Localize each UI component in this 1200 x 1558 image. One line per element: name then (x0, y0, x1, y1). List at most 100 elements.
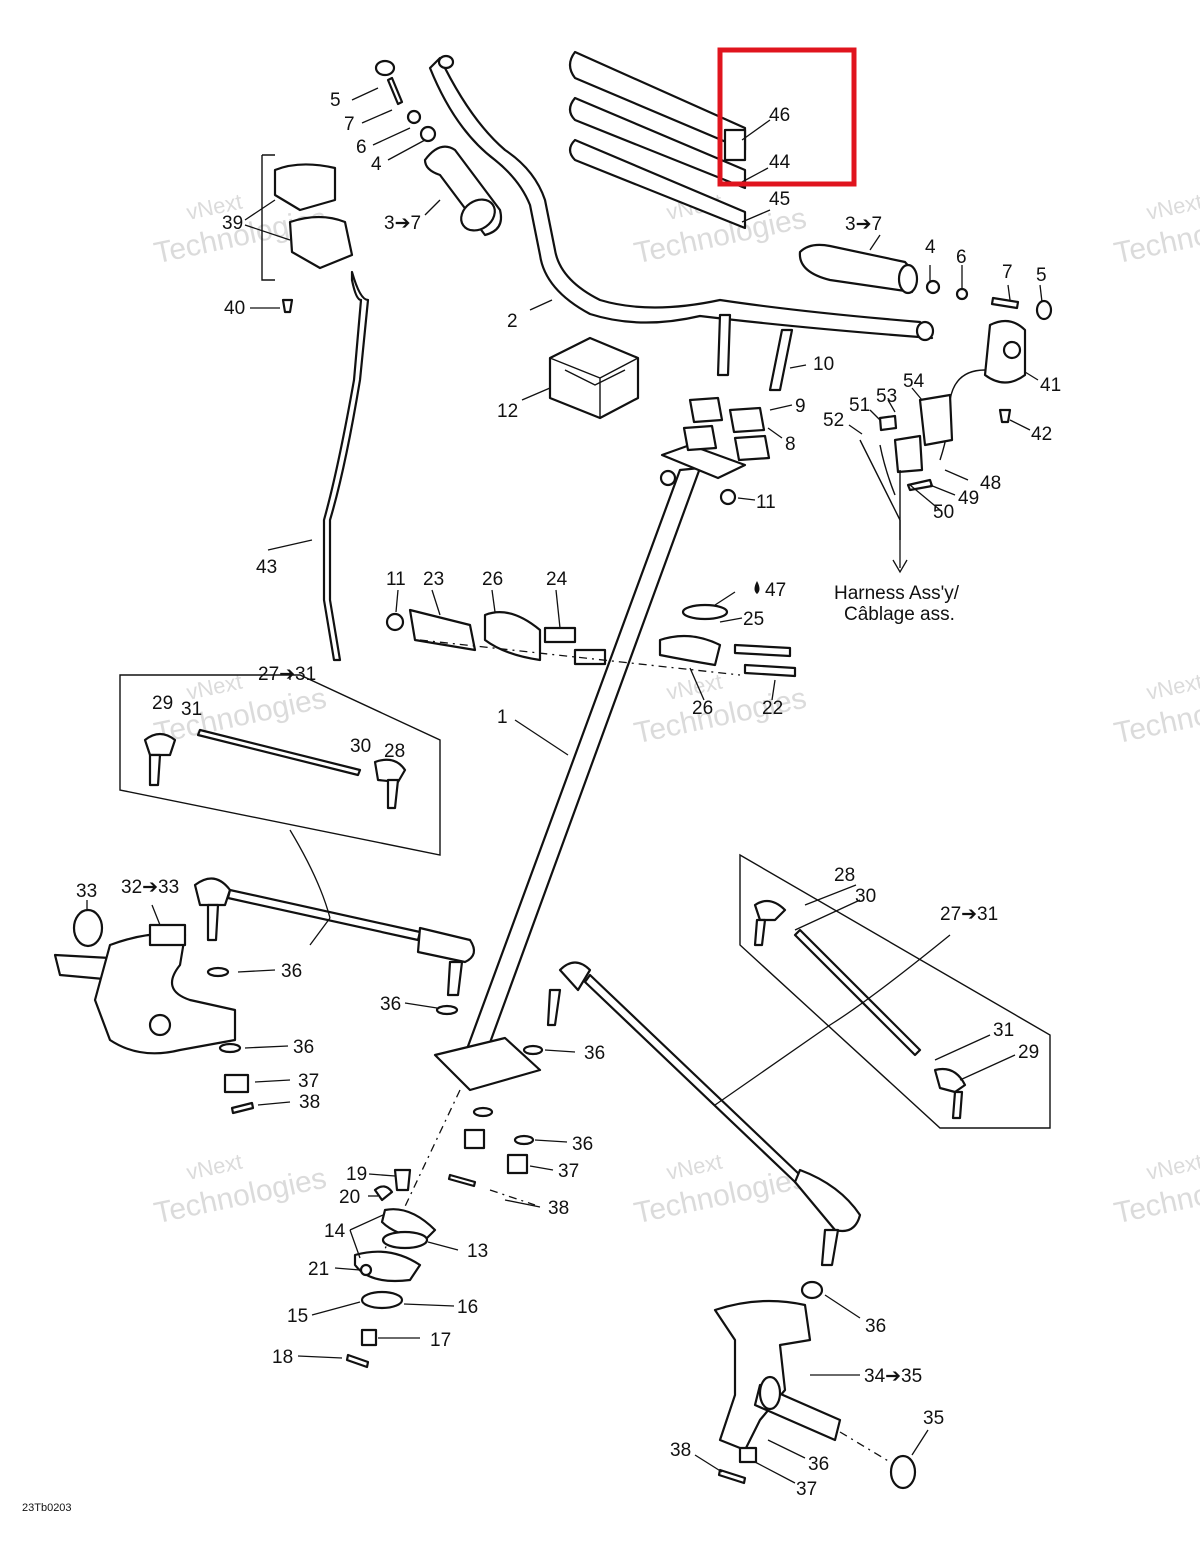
callout-7-left: 7 (344, 114, 355, 135)
callout-40: 40 (224, 298, 245, 319)
callout-23: 23 (423, 569, 444, 590)
callout-12: 12 (497, 401, 518, 422)
callout-4-right: 4 (925, 237, 936, 258)
handlebar (428, 54, 935, 342)
callout-11-top: 11 (756, 492, 776, 513)
riser-block (548, 336, 640, 420)
callout-34-35: 34➔35 (864, 1366, 922, 1387)
callout-27-31-lower: 27➔31 (940, 904, 998, 925)
callout-41: 41 (1040, 375, 1061, 396)
column-bearing-stack (345, 1168, 437, 1369)
callout-30-lower: 30 (855, 886, 876, 907)
callout-14: 14 (324, 1221, 346, 1242)
callout-36-c: 36 (293, 1037, 314, 1058)
pitman-arm-group (385, 603, 797, 678)
callout-17: 17 (430, 1330, 451, 1351)
callout-29-upper: 29 (152, 693, 173, 714)
callout-28-upper: 28 (384, 741, 405, 762)
callout-36-g: 36 (808, 1454, 829, 1475)
left-grip (374, 59, 503, 237)
right-spindle (713, 1299, 917, 1490)
callout-36-f: 36 (865, 1316, 886, 1337)
callout-25: 25 (743, 609, 764, 630)
callout-18: 18 (272, 1347, 293, 1368)
callout-9: 9 (795, 396, 806, 417)
callout-27-31-upper: 27➔31 (258, 664, 316, 685)
callout-38-c: 38 (670, 1440, 691, 1461)
highlight-box (717, 47, 857, 187)
callout-51: 51 (849, 395, 870, 416)
callout-53: 53 (876, 386, 897, 407)
left-tie-rod (193, 877, 476, 1016)
callout-33: 33 (76, 881, 97, 902)
callout-52: 52 (823, 410, 844, 431)
callout-49: 49 (958, 488, 979, 509)
callout-26-top: 26 (482, 569, 503, 590)
callout-5-right: 5 (1036, 265, 1047, 286)
callout-10: 10 (813, 354, 834, 375)
callout-15: 15 (287, 1306, 308, 1327)
callout-42: 42 (1031, 424, 1052, 445)
callout-2: 2 (507, 311, 518, 332)
callout-11-mid: 11 (386, 569, 406, 590)
callout-7-right: 7 (1002, 262, 1013, 283)
callout-36-a: 36 (281, 961, 302, 982)
callout-8: 8 (785, 434, 796, 455)
callout-6-right: 6 (956, 247, 967, 268)
tie-rod-box-upper (119, 674, 441, 856)
right-tie-rod (546, 961, 862, 1300)
callout-36-b: 36 (380, 994, 401, 1015)
grease-drop-icon (754, 581, 760, 594)
callout-6-left: 6 (356, 137, 367, 158)
callout-50: 50 (933, 502, 954, 523)
switch-harness (859, 319, 1027, 574)
callout-5-left: 5 (330, 90, 341, 111)
left-spindle (53, 908, 255, 1115)
callout-32-33: 32➔33 (121, 877, 179, 898)
callout-31-lower: 31 (993, 1020, 1014, 1041)
harness-note-line1: Harness Ass'y/ (834, 583, 960, 604)
callout-37-c: 37 (796, 1479, 817, 1500)
callout-43: 43 (256, 557, 277, 578)
svg-text:vNext: vNext (1144, 669, 1200, 705)
callout-39: 39 (222, 213, 243, 234)
callout-22: 22 (762, 698, 783, 719)
column-clamps (659, 313, 794, 506)
callout-48: 48 (980, 473, 1001, 494)
callout-1: 1 (497, 707, 508, 728)
svg-text:vNext: vNext (1144, 189, 1200, 225)
callout-37-a: 37 (298, 1071, 319, 1092)
callout-29-lower: 29 (1018, 1042, 1039, 1063)
callout-38-b: 38 (548, 1198, 569, 1219)
callout-36-d: 36 (584, 1043, 605, 1064)
callout-47: 47 (765, 580, 786, 601)
callout-28-lower: 28 (834, 865, 855, 886)
callout-4-left: 4 (371, 154, 382, 175)
callout-54: 54 (903, 371, 925, 392)
diagram-code: 23Tb0203 (22, 1502, 72, 1514)
callout-31-upper: 31 (181, 699, 202, 720)
tie-rod-box-lower (739, 853, 1051, 1129)
grip-strips (568, 50, 747, 230)
svg-text:vNext: vNext (1144, 1149, 1200, 1185)
callout-19: 19 (346, 1164, 367, 1185)
callout-3-7-right: 3➔7 (845, 214, 882, 235)
callout-35: 35 (923, 1408, 944, 1429)
callout-24: 24 (546, 569, 568, 590)
leader-lines (86, 87, 1043, 1484)
callout-21: 21 (308, 1259, 329, 1280)
throttle-block (261, 154, 354, 314)
throttle-cable (322, 270, 370, 662)
callout-labels: 5 7 6 4 3➔7 39 40 2 12 10 9 8 11 46 44 4… (22, 90, 1061, 1514)
callout-30-upper: 30 (350, 736, 371, 757)
callout-46: 46 (769, 105, 790, 126)
center-lower-fasteners (447, 1044, 544, 1206)
callout-38-a: 38 (299, 1092, 320, 1113)
harness-note-line2: Câblage ass. (844, 604, 955, 625)
callout-3-7-left: 3➔7 (384, 213, 421, 234)
callout-37-b: 37 (558, 1161, 579, 1182)
callout-44: 44 (769, 152, 791, 173)
right-grip (798, 243, 1053, 321)
callout-45: 45 (769, 189, 790, 210)
